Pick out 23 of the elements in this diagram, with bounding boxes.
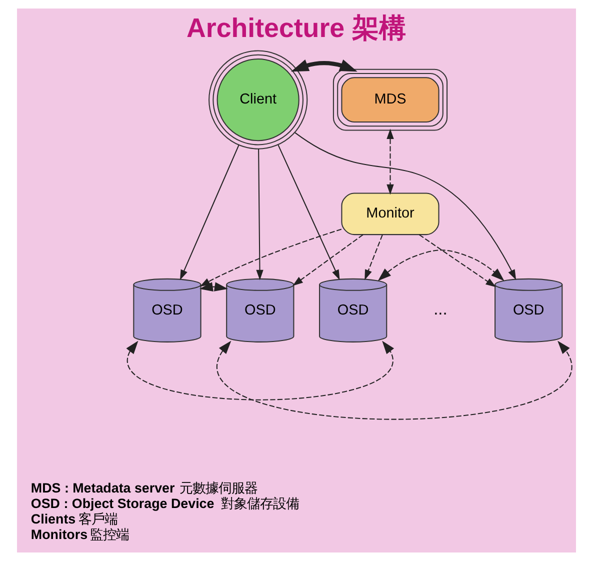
- arrow: [126, 340, 394, 400]
- arrow: [418, 234, 496, 288]
- arrow: [180, 144, 240, 280]
- arrow: [292, 234, 364, 286]
- label: MDS : Metadata server 元數據伺服器: [30, 480, 258, 496]
- arrow: [217, 340, 572, 420]
- arrow: [278, 144, 340, 280]
- node-box: Monitor: [341, 192, 440, 236]
- node-circle: Client: [208, 50, 308, 150]
- arrow: [378, 250, 504, 281]
- label: OSD : Object Storage Device 對象儲存設備: [30, 496, 299, 512]
- label: ...: [434, 300, 448, 318]
- arrow: [290, 60, 358, 72]
- arrow: [256, 148, 264, 280]
- arrow: [294, 132, 516, 280]
- arrow: [199, 282, 228, 292]
- diagram-title: Architecture 架構: [186, 13, 406, 44]
- arrow: [200, 228, 342, 287]
- label: Monitors 監控端: [30, 527, 129, 542]
- label: Clients 客戶端: [30, 512, 118, 527]
- arrow: [364, 234, 383, 280]
- node-box: MDS: [332, 68, 448, 131]
- arrow: [386, 128, 394, 195]
